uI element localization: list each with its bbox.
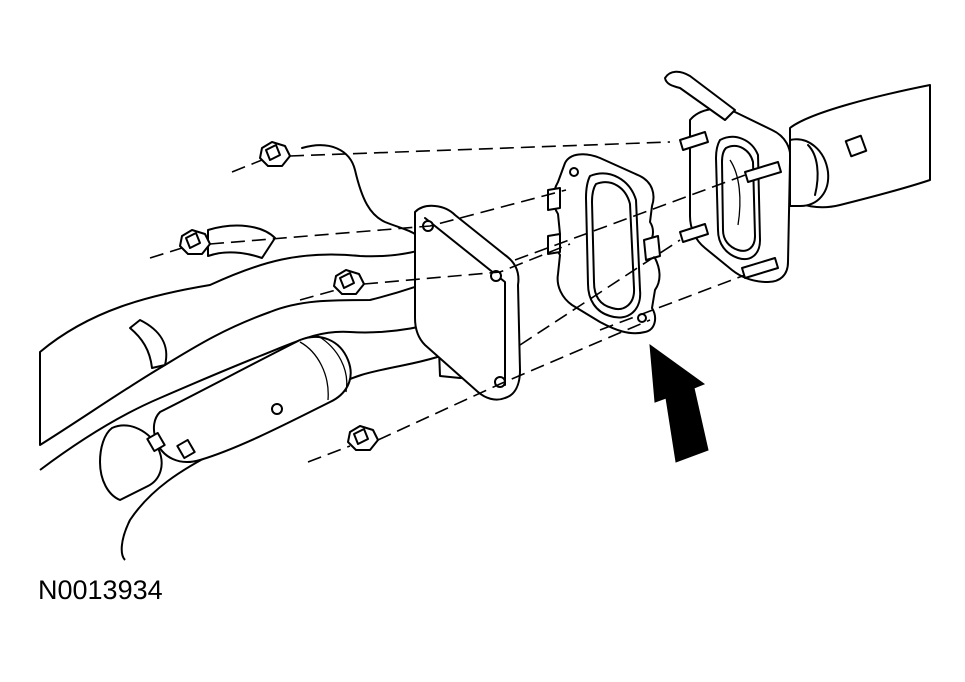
hanger-rod (301, 144, 419, 237)
pointer-arrow (649, 343, 709, 463)
pipe-hanger (129, 319, 168, 369)
y-pipe-assembly (39, 144, 488, 561)
figure-reference-code: N0013934 (38, 575, 163, 605)
converter-inlet (99, 424, 163, 501)
flange-nut-4 (347, 425, 379, 451)
arrow-head (649, 343, 709, 463)
flange-nut-2 (179, 229, 211, 255)
muffler-flange (679, 107, 792, 283)
muffler-pipe (664, 70, 931, 209)
y-pipe-flange (414, 204, 521, 401)
flange-nut-1 (259, 141, 291, 167)
flange-nut-3 (333, 269, 365, 295)
sensor-port (271, 403, 283, 415)
exhaust-gasket (547, 153, 661, 335)
assembly-lines (149, 141, 749, 463)
